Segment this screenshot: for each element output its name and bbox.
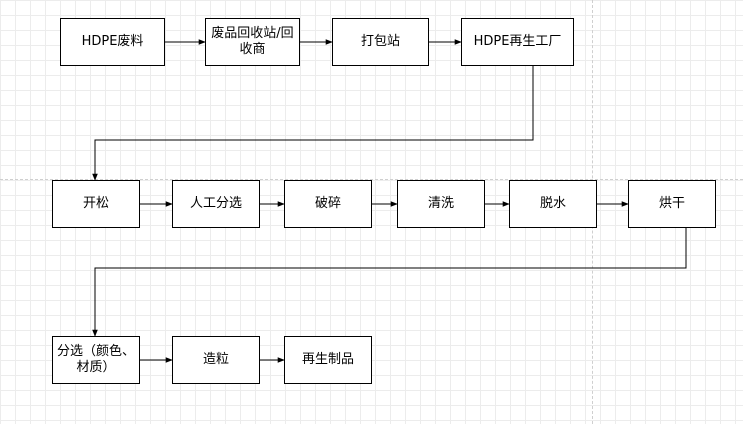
page-break-horizontal [0,179,743,180]
edge-dry-to-color-sort [92,228,687,337]
node-wash[interactable]: 清洗 [397,180,485,228]
node-packing-station[interactable]: 打包站 [332,18,429,66]
node-dry[interactable]: 烘干 [628,180,716,228]
node-manual-sort[interactable]: 人工分选 [172,180,260,228]
node-products[interactable]: 再生制品 [284,336,372,384]
node-recycle-station[interactable]: 废品回收站/回收商 [205,18,300,66]
node-loosen[interactable]: 开松 [52,180,140,228]
node-pelletize[interactable]: 造粒 [172,336,260,384]
node-color-sort[interactable]: 分选（颜色、材质） [52,336,140,384]
node-crush[interactable]: 破碎 [284,180,372,228]
edge-recycling-plant-to-loosen [92,66,534,181]
node-recycling-plant[interactable]: HDPE再生工厂 [461,18,574,66]
node-hdpe-waste[interactable]: HDPE废料 [60,18,165,66]
node-dewater[interactable]: 脱水 [509,180,597,228]
